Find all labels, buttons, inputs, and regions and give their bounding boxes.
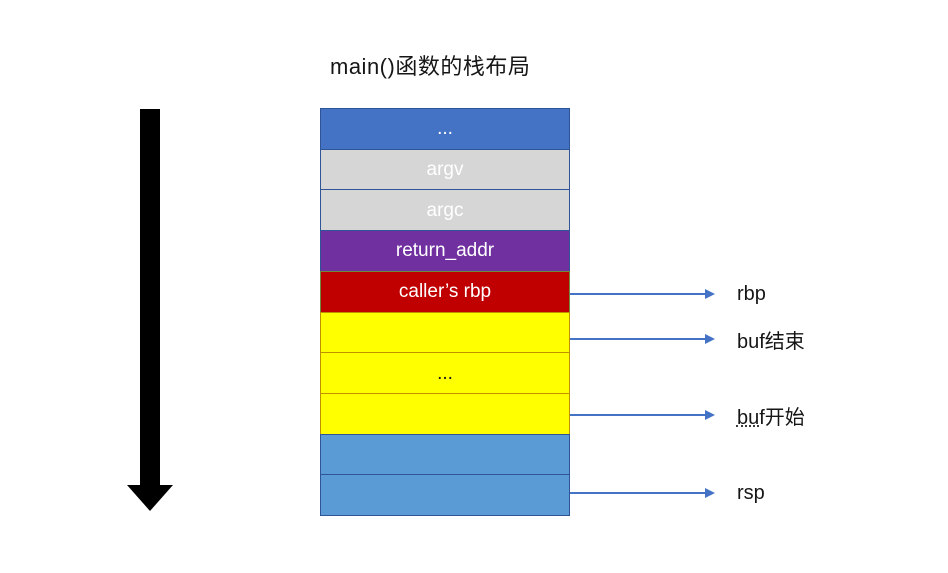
arrow-right-icon — [705, 289, 715, 299]
pointer-label: rsp — [737, 481, 765, 504]
stack-growth-down-arrow-icon — [127, 109, 173, 511]
arrow-line — [570, 338, 705, 340]
stack-row-buf-end — [320, 311, 570, 354]
pointer-rbp: rbp — [570, 279, 766, 309]
arrow-shaft — [140, 109, 160, 486]
stack-row-caller-rbp: caller’s rbp — [320, 270, 570, 313]
stack-row-buf-start — [320, 392, 570, 435]
stack-row-label: caller’s rbp — [398, 281, 492, 303]
arrow-right-icon — [705, 488, 715, 498]
pointer-rsp: rsp — [570, 478, 765, 508]
stack-row-argv: argv — [320, 148, 570, 191]
arrow-line — [570, 492, 705, 494]
stack-row-label: ... — [437, 362, 453, 384]
stack-row-free-1 — [320, 433, 570, 476]
pointer-label: buf开始 — [737, 406, 805, 429]
arrow-head-icon — [127, 485, 173, 511]
stack-row-label: return_addr — [395, 240, 495, 262]
diagram-title: main()函数的栈布局 — [330, 54, 531, 79]
pointer-buf-start: buf开始 — [570, 400, 805, 430]
arrow-line — [570, 414, 705, 416]
stack-diagram: ... argv argc return_addr caller’s rbp .… — [320, 108, 570, 517]
stack-row-free-2 — [320, 474, 570, 517]
pointer-label: buf结束 — [737, 330, 805, 353]
pointer-buf-end: buf结束 — [570, 324, 805, 354]
stack-row-label: argv — [426, 159, 464, 181]
stack-row-return-addr: return_addr — [320, 230, 570, 272]
pointer-label: rbp — [737, 282, 766, 305]
stack-row-argc: argc — [320, 189, 570, 232]
spellcheck-underline — [736, 425, 759, 427]
stack-row-dots-top: ... — [320, 108, 570, 150]
stack-row-buf-dots: ... — [320, 352, 570, 394]
stack-row-label: argc — [426, 199, 464, 221]
arrow-line — [570, 293, 705, 295]
arrow-right-icon — [705, 334, 715, 344]
stack-row-label: ... — [437, 118, 453, 140]
arrow-right-icon — [705, 410, 715, 420]
